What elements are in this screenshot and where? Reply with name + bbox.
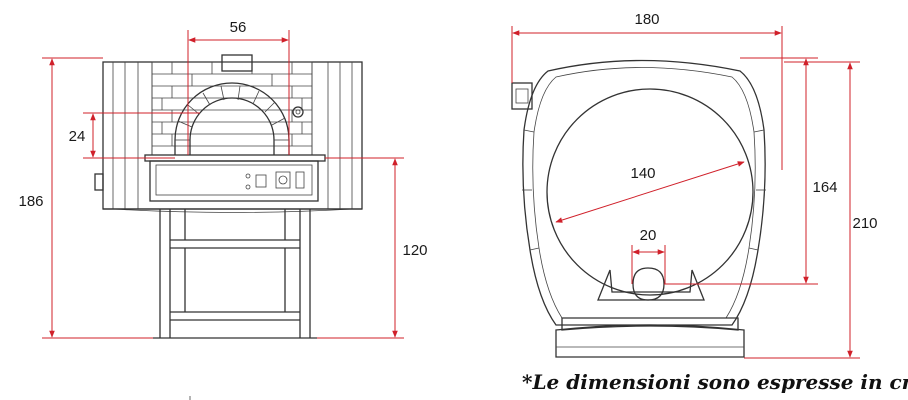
dim-total-height-front: 186 <box>18 193 43 210</box>
side-dimension-210: 210 <box>744 61 878 359</box>
front-dimension-186: 186 <box>18 57 153 339</box>
front-dimension-120: 120 <box>317 157 428 339</box>
dim-floor-height: 120 <box>402 242 427 259</box>
dim-mouth-width: 56 <box>230 19 247 36</box>
side-dimension-140: 140 <box>555 161 745 223</box>
front-dimension-24: 24 <box>69 112 200 159</box>
side-dimension-164: 164 <box>664 57 838 285</box>
units-note: *Le dimensioni sono espresse in cm <box>522 370 908 394</box>
side-view-oven <box>511 59 766 358</box>
dim-inner-diameter: 140 <box>630 165 655 182</box>
side-dimension-180: 180 <box>511 11 783 170</box>
dim-total-height-side: 210 <box>852 215 877 232</box>
dim-flue-diameter: 20 <box>640 227 657 244</box>
front-dimension-56: 56 <box>187 19 290 155</box>
dim-side-width: 180 <box>634 11 659 28</box>
dim-body-height: 164 <box>812 179 837 196</box>
dim-mouth-height: 24 <box>69 128 86 145</box>
front-view-oven <box>94 54 363 339</box>
side-dimension-20: 20 <box>631 227 666 284</box>
